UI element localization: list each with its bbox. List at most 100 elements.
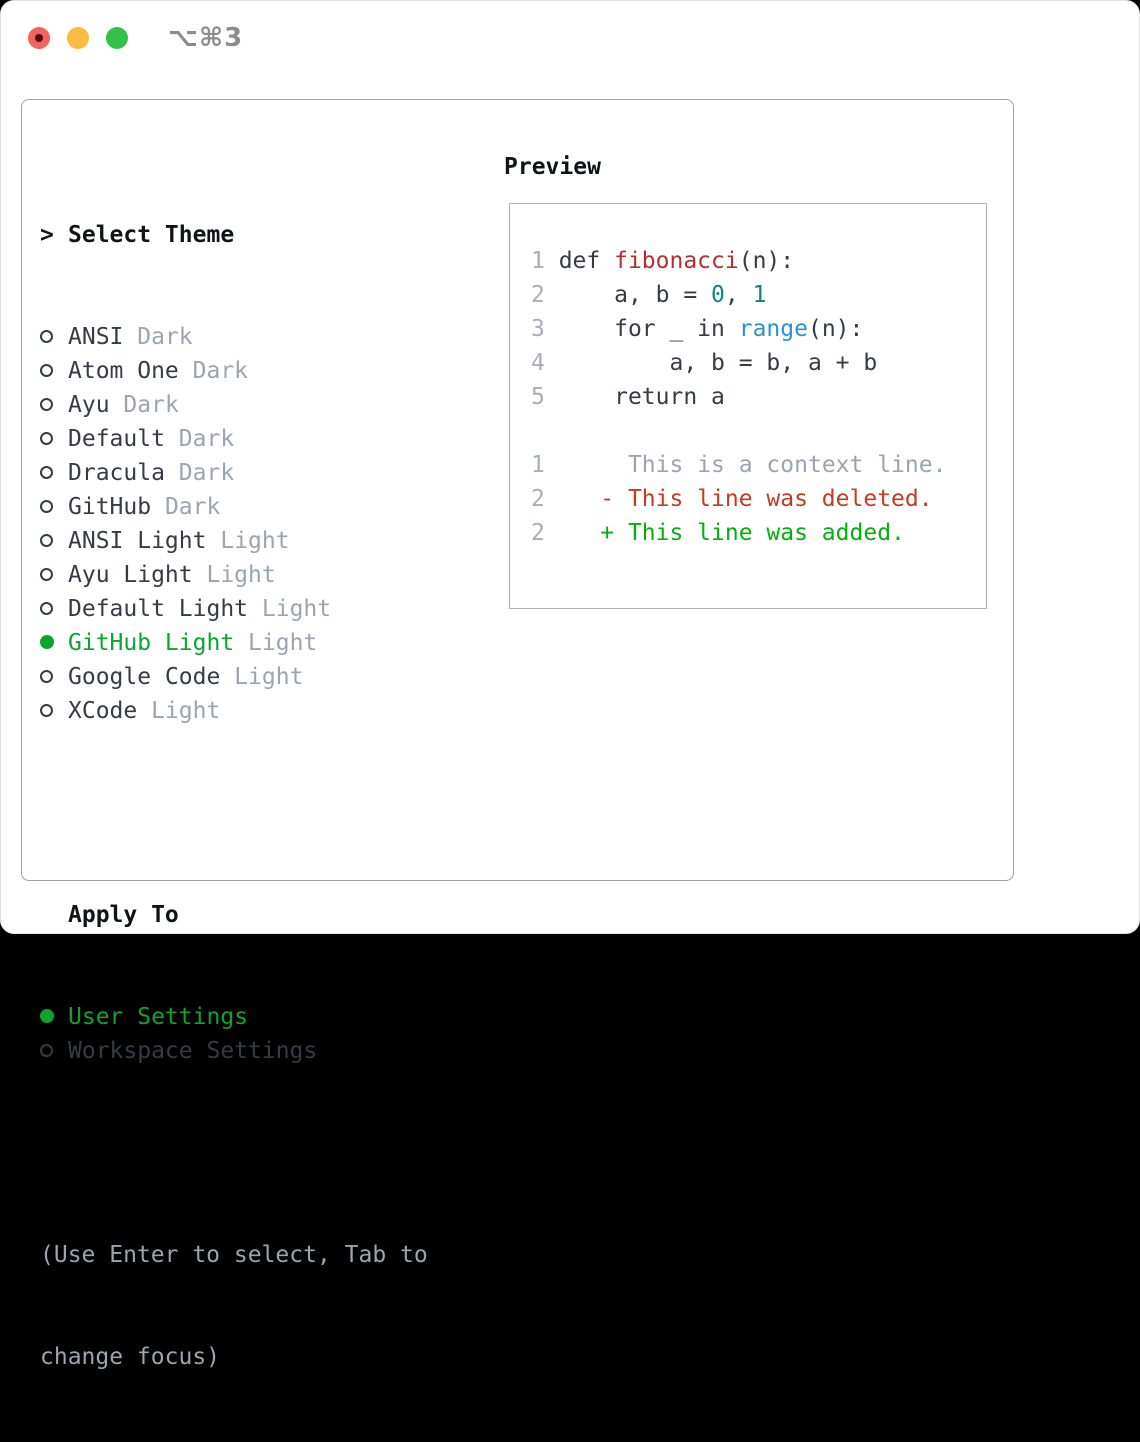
- close-button[interactable]: [28, 27, 50, 49]
- theme-option-xcode[interactable]: XCode Light: [40, 694, 428, 728]
- radio-unselected-icon: [40, 669, 53, 683]
- theme-variant-label: Dark: [192, 358, 249, 384]
- theme-option-atom-one[interactable]: Atom One Dark: [40, 354, 428, 388]
- theme-variant-label: Light: [206, 562, 276, 588]
- theme-option-label: ANSI Light: [68, 528, 207, 554]
- radio-selected-icon: [40, 635, 54, 649]
- radio-unselected-icon: [40, 703, 53, 717]
- hint-line-1: (Use Enter to select, Tab to: [40, 1242, 428, 1268]
- theme-menu-title: Select Theme: [68, 222, 235, 248]
- code-token: 2: [531, 520, 545, 546]
- code-token: [545, 520, 600, 546]
- theme-option-label: GitHub: [68, 494, 152, 520]
- theme-option-ansi[interactable]: ANSI Dark: [40, 320, 428, 354]
- apply-to-header: Apply To: [40, 898, 428, 932]
- code-line: 2 a, b = 0, 1: [531, 278, 986, 312]
- radio-unselected-icon: [40, 1043, 53, 1057]
- code-token: for _ in: [558, 316, 739, 342]
- hint-line-2: change focus): [40, 1344, 221, 1370]
- code-token: (n):: [807, 316, 864, 342]
- code-token: 2: [531, 486, 545, 512]
- theme-variant-label: Dark: [178, 460, 235, 486]
- theme-variant-label: Dark: [164, 494, 221, 520]
- radio-unselected-icon: [40, 431, 53, 445]
- code-token: ,: [724, 282, 753, 308]
- code-line: 2 - This line was deleted.: [531, 482, 986, 516]
- theme-variant-label: Light: [248, 630, 318, 656]
- theme-option-label: Ayu: [68, 392, 110, 418]
- code-token: - This line was deleted.: [600, 486, 933, 512]
- theme-variant-label: Light: [151, 698, 221, 724]
- theme-variant-label: Light: [261, 596, 332, 622]
- preview-title: Preview: [504, 154, 601, 180]
- theme-variant-label: Light: [220, 528, 290, 554]
- code-line: 5 return a: [531, 380, 986, 414]
- theme-menu-header: > Select Theme: [40, 218, 428, 252]
- minimize-button[interactable]: [67, 27, 89, 49]
- code-token: 1: [531, 452, 545, 478]
- apply-to-option-user-settings[interactable]: User Settings: [40, 1000, 428, 1034]
- code-token: [545, 486, 600, 512]
- radio-unselected-icon: [40, 499, 53, 513]
- theme-variant-label: Dark: [178, 426, 235, 452]
- theme-option-ayu[interactable]: Ayu Dark: [40, 388, 428, 422]
- radio-unselected-icon: [40, 533, 53, 547]
- apply-to-option-label: User Settings: [68, 1004, 249, 1030]
- theme-option-label: Default: [68, 426, 165, 452]
- radio-unselected-icon: [40, 329, 53, 343]
- theme-option-label: Dracula: [68, 460, 165, 486]
- theme-option-google-code[interactable]: Google Code Light: [40, 660, 428, 694]
- code-token: 5: [531, 384, 559, 410]
- code-token: def: [558, 248, 615, 274]
- code-line: 1 This is a context line.: [531, 448, 986, 482]
- theme-option-label: XCode: [68, 698, 138, 724]
- code-token: [545, 452, 628, 478]
- theme-option-default-light[interactable]: Default Light Light: [40, 592, 428, 626]
- radio-unselected-icon: [40, 601, 53, 615]
- code-token: fibonacci: [614, 248, 739, 274]
- theme-option-label: ANSI: [68, 324, 124, 350]
- theme-option-label: Default Light: [68, 596, 249, 622]
- code-line: 2 + This line was added.: [531, 516, 986, 550]
- theme-variant-label: Dark: [123, 392, 179, 418]
- apply-to-title: Apply To: [68, 902, 179, 928]
- code-token: + This line was added.: [600, 520, 905, 546]
- theme-option-ayu-light[interactable]: Ayu Light Light: [40, 558, 428, 592]
- theme-option-label: Atom One: [68, 358, 179, 384]
- code-line: [531, 414, 986, 448]
- theme-option-github-light[interactable]: GitHub Light Light: [40, 626, 428, 660]
- radio-unselected-icon: [40, 465, 53, 479]
- theme-option-dracula[interactable]: Dracula Dark: [40, 456, 428, 490]
- radio-selected-icon: [40, 1009, 54, 1023]
- radio-unselected-icon: [40, 397, 53, 411]
- focus-caret-icon: >: [40, 222, 54, 248]
- code-token: 1: [531, 248, 559, 274]
- theme-option-ansi-light[interactable]: ANSI Light Light: [40, 524, 428, 558]
- code-line: 1 def fibonacci(n):: [531, 244, 986, 278]
- code-line: 3 for _ in range(n):: [531, 312, 986, 346]
- code-token: 3: [531, 316, 559, 342]
- window-title: ⌥⌘3: [168, 23, 244, 53]
- code-token: return a: [558, 384, 725, 410]
- theme-option-label: Ayu Light: [68, 562, 193, 588]
- theme-option-label: GitHub Light: [68, 630, 235, 656]
- titlebar: [28, 27, 128, 49]
- spacer: [40, 796, 428, 830]
- code-line: 4 a, b = b, a + b: [531, 346, 986, 380]
- code-token: 0: [711, 282, 725, 308]
- theme-option-github[interactable]: GitHub Dark: [40, 490, 428, 524]
- apply-to-option-workspace-settings[interactable]: Workspace Settings: [40, 1034, 428, 1068]
- code-token: 4: [531, 350, 559, 376]
- theme-option-default[interactable]: Default Dark: [40, 422, 428, 456]
- zoom-button[interactable]: [106, 27, 128, 49]
- radio-unselected-icon: [40, 363, 53, 377]
- theme-variant-label: Dark: [137, 324, 193, 350]
- theme-variant-label: Light: [234, 664, 304, 690]
- code-token: a, b =: [558, 282, 712, 308]
